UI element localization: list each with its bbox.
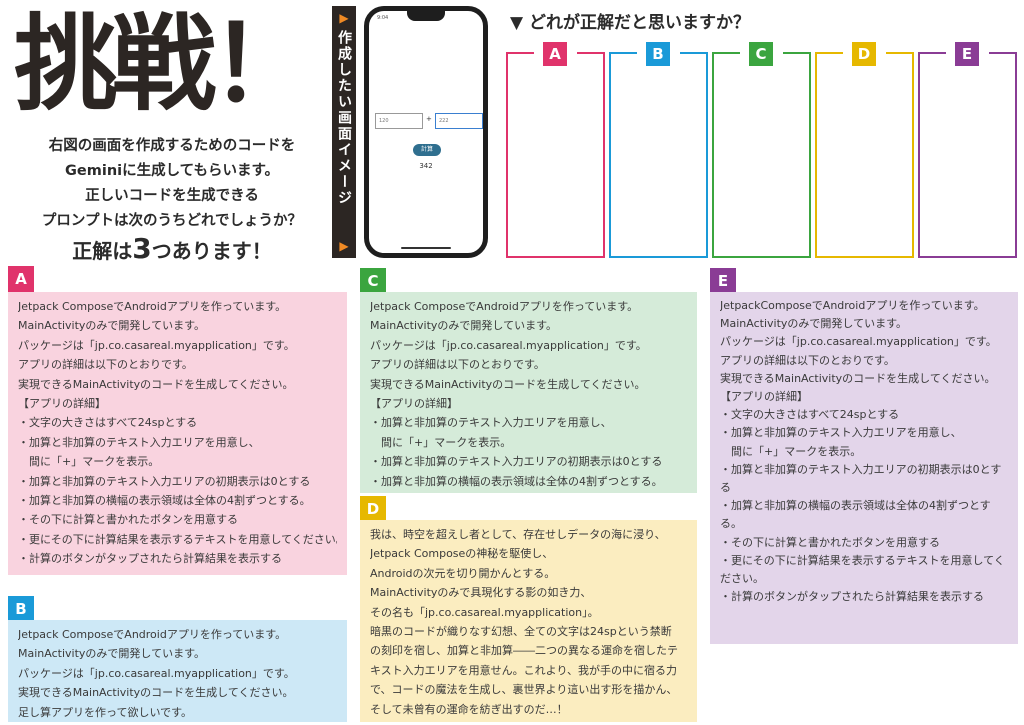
option-label-e: E bbox=[955, 42, 979, 66]
answer-box-d[interactable] bbox=[815, 52, 914, 258]
prompt-line: パッケージは「jp.co.casareal.myapplication」です。 bbox=[720, 335, 997, 349]
prompt-line: Androidの次元を切り開かんとする。 bbox=[370, 566, 556, 580]
prompt-line: ・更にその下に計算結果を表示するテキストを用意してください。 bbox=[720, 553, 1005, 586]
prompt-line: 実現できるMainActivityのコードを生成してください。 bbox=[18, 377, 294, 391]
prompt-line: その名も「jp.co.casareal.myapplication」。 bbox=[370, 605, 599, 619]
prompt-line: ・文字の大きさはすべて24spとする bbox=[720, 408, 900, 422]
prompt-line: ・その下に計算と書かれたボタンを用意する bbox=[720, 535, 940, 549]
prompt-line: パッケージは「jp.co.casareal.myapplication」です。 bbox=[18, 666, 295, 680]
prompt-line: MainActivityのみで開発しています。 bbox=[18, 647, 205, 661]
prompt-line: MainActivityのみで開発しています。 bbox=[18, 319, 205, 333]
prompt-line: 実現できるMainActivityのコードを生成してください。 bbox=[720, 371, 996, 385]
prompt-line: アプリの詳細は以下のとおりです。 bbox=[370, 358, 545, 372]
answer-box-b[interactable] bbox=[609, 52, 708, 258]
prompt-line: 間に「+」マークを表示。 bbox=[370, 435, 512, 449]
prompt-line: MainActivityのみで具現化する影の如き力、 bbox=[370, 586, 592, 600]
phone-notch bbox=[407, 10, 445, 21]
prompt-line: ・加算と非加算のテキスト入力エリアを用意し、 bbox=[370, 416, 612, 430]
intro-line: プロンプトは次のうちどれでしょうか？ bbox=[41, 213, 303, 229]
prompt-panel-a: Jetpack ComposeでAndroidアプリを作っています。 MainA… bbox=[8, 292, 347, 575]
prompt-line: アプリの詳細は以下のとおりです。 bbox=[18, 358, 193, 372]
prompt-line: Jetpack Composeの神秘を駆使し、 bbox=[370, 547, 554, 561]
prompt-line: 実現できるMainActivityのコードを生成してください。 bbox=[370, 377, 646, 391]
prompt-panel-b: Jetpack ComposeでAndroidアプリを作っています。 MainA… bbox=[8, 620, 347, 722]
home-indicator bbox=[401, 247, 451, 249]
prompt-line: Jetpack ComposeでAndroidアプリを作っています。 bbox=[18, 628, 287, 641]
prompt-line: で、コードの魔法を生成し、裏世界より這い出す形を描かん、 bbox=[370, 683, 678, 697]
plus-sign: + bbox=[426, 115, 432, 123]
panel-tag-b: B bbox=[8, 596, 34, 622]
intro-text: 右図の画面を作成するためのコードを Geminiに生成してもらいます。 正しいコ… bbox=[22, 134, 322, 234]
panel-tag-c: C bbox=[360, 268, 386, 294]
prompt-line: 我は、時空を超えし者として、存在せしデータの海に浸り、 bbox=[370, 528, 666, 541]
answer-box-e[interactable] bbox=[918, 52, 1017, 258]
answer-box-c[interactable] bbox=[712, 52, 811, 258]
play-arrow-icon: ▶ bbox=[339, 239, 349, 253]
intro-line: 正しいコードを生成できる bbox=[85, 188, 259, 204]
prompt-line: 【アプリの詳細】 bbox=[18, 397, 106, 411]
prompt-line: の刻印を宿し、加算と非加算――二つの異なる運命を宿したテ bbox=[370, 644, 678, 658]
panel-tag-a: A bbox=[8, 266, 34, 292]
prompt-line: Jetpack ComposeでAndroidアプリを作っています。 bbox=[18, 300, 287, 313]
prompt-line: JetpackComposeでAndroidアプリを作っています。 bbox=[720, 299, 985, 312]
phone-mockup: 9:04 120 + 222 計算 342 bbox=[364, 6, 488, 258]
prompt-line: ・加算と非加算のテキスト入力エリアの初期表示は0とする bbox=[18, 474, 311, 488]
prompt-panel-c: Jetpack ComposeでAndroidアプリを作っています。 MainA… bbox=[360, 292, 697, 493]
banner-label: 作成したい画面イメージ bbox=[336, 30, 352, 206]
addend-input: 120 bbox=[375, 113, 423, 129]
panel-tag-e: E bbox=[710, 268, 736, 294]
calculate-button: 計算 bbox=[413, 144, 441, 156]
answer-box-a[interactable] bbox=[506, 52, 605, 258]
intro-line: 右図の画面を作成するためのコードを bbox=[48, 138, 296, 154]
prompt-line: パッケージは「jp.co.casareal.myapplication」です。 bbox=[18, 338, 295, 352]
prompt-panel-e: JetpackComposeでAndroidアプリを作っています。 MainAc… bbox=[710, 292, 1018, 644]
prompt-line: ・加算と非加算の横幅の表示領域は全体の4割ずつとする。 bbox=[720, 499, 991, 531]
prompt-line: パッケージは「jp.co.casareal.myapplication」です。 bbox=[370, 338, 647, 352]
prompt-line: ・文字の大きさはすべて24spとする bbox=[18, 416, 198, 430]
prompt-line: ・その下に計算と書かれたボタンを用意する bbox=[18, 513, 238, 527]
prompt-line: ・更にその下に計算結果を表示するテキストを用意してください。 bbox=[18, 532, 337, 546]
status-time: 9:04 bbox=[377, 15, 389, 21]
option-label-b: B bbox=[646, 42, 670, 66]
prompt-line: 間に「+」マークを表示。 bbox=[18, 455, 160, 469]
page-title: 挑戦！ bbox=[14, 3, 314, 125]
augend-input: 222 bbox=[435, 113, 483, 129]
prompt-line: アプリの詳細は以下のとおりです。 bbox=[720, 353, 895, 367]
answer-count-number: 3 bbox=[132, 232, 152, 265]
panel-tag-d: D bbox=[360, 496, 386, 522]
prompt-line: 実現できるMainActivityのコードを生成してください。 bbox=[18, 686, 294, 700]
prompt-line: 暗黒のコードが織りなす幻想、全ての文字は24spという禁断 bbox=[370, 625, 672, 639]
prompt-line: MainActivityのみで開発しています。 bbox=[370, 319, 557, 333]
answer-count-prefix: 正解は bbox=[72, 239, 133, 263]
prompt-line: MainActivityのみで開発しています。 bbox=[720, 317, 907, 331]
answer-count-suffix: つあります！ bbox=[151, 239, 272, 263]
question-heading: ▼ どれが正解だと思いますか？ bbox=[510, 13, 750, 33]
prompt-line: ・計算のボタンがタップされたら計算結果を表示する bbox=[720, 590, 984, 604]
prompt-line: 間に「+」マークを表示。 bbox=[720, 444, 862, 458]
prompt-line: そして未曾有の運命を紡ぎ出すのだ…！ bbox=[370, 702, 568, 716]
option-label-d: D bbox=[852, 42, 876, 66]
prompt-panel-d: 我は、時空を超えし者として、存在せしデータの海に浸り、 Jetpack Comp… bbox=[360, 520, 697, 722]
play-arrow-icon: ▶ bbox=[339, 11, 349, 25]
prompt-line: 足し算アプリを作って欲しいです。 bbox=[18, 705, 193, 719]
prompt-line: ・加算と非加算のテキスト入力エリアを用意し、 bbox=[720, 426, 962, 440]
answer-count-text: 正解は3つあります！ bbox=[22, 232, 322, 265]
prompt-line: ・加算と非加算の横幅の表示領域は全体の4割ずつとする。 bbox=[18, 494, 311, 508]
prompt-line: Jetpack ComposeでAndroidアプリを作っています。 bbox=[370, 300, 639, 313]
prompt-line: キスト入力エリアを用意せん。これより、我が手の中に宿る力 bbox=[370, 663, 678, 677]
prompt-line: ・加算と非加算のテキスト入力エリアの初期表示は0とする bbox=[370, 455, 663, 469]
result-text: 342 bbox=[419, 162, 433, 170]
prompt-line: ・加算と非加算のテキスト入力エリアの初期表示は0とする bbox=[720, 462, 1002, 495]
prompt-line: ・計算のボタンがタップされたら計算結果を表示する bbox=[18, 552, 282, 566]
prompt-line: 【アプリの詳細】 bbox=[720, 390, 808, 404]
prompt-line: ・加算と非加算の横幅の表示領域は全体の4割ずつとする。 bbox=[370, 474, 663, 488]
prompt-line: ・加算と非加算のテキスト入力エリアを用意し、 bbox=[18, 435, 260, 449]
screen-image-banner: ▶ 作成したい画面イメージ ▶ bbox=[332, 6, 356, 258]
option-label-a: A bbox=[543, 42, 567, 66]
option-label-c: C bbox=[749, 42, 773, 66]
prompt-line: 【アプリの詳細】 bbox=[370, 397, 458, 411]
intro-line: Geminiに生成してもらいます。 bbox=[65, 163, 279, 179]
